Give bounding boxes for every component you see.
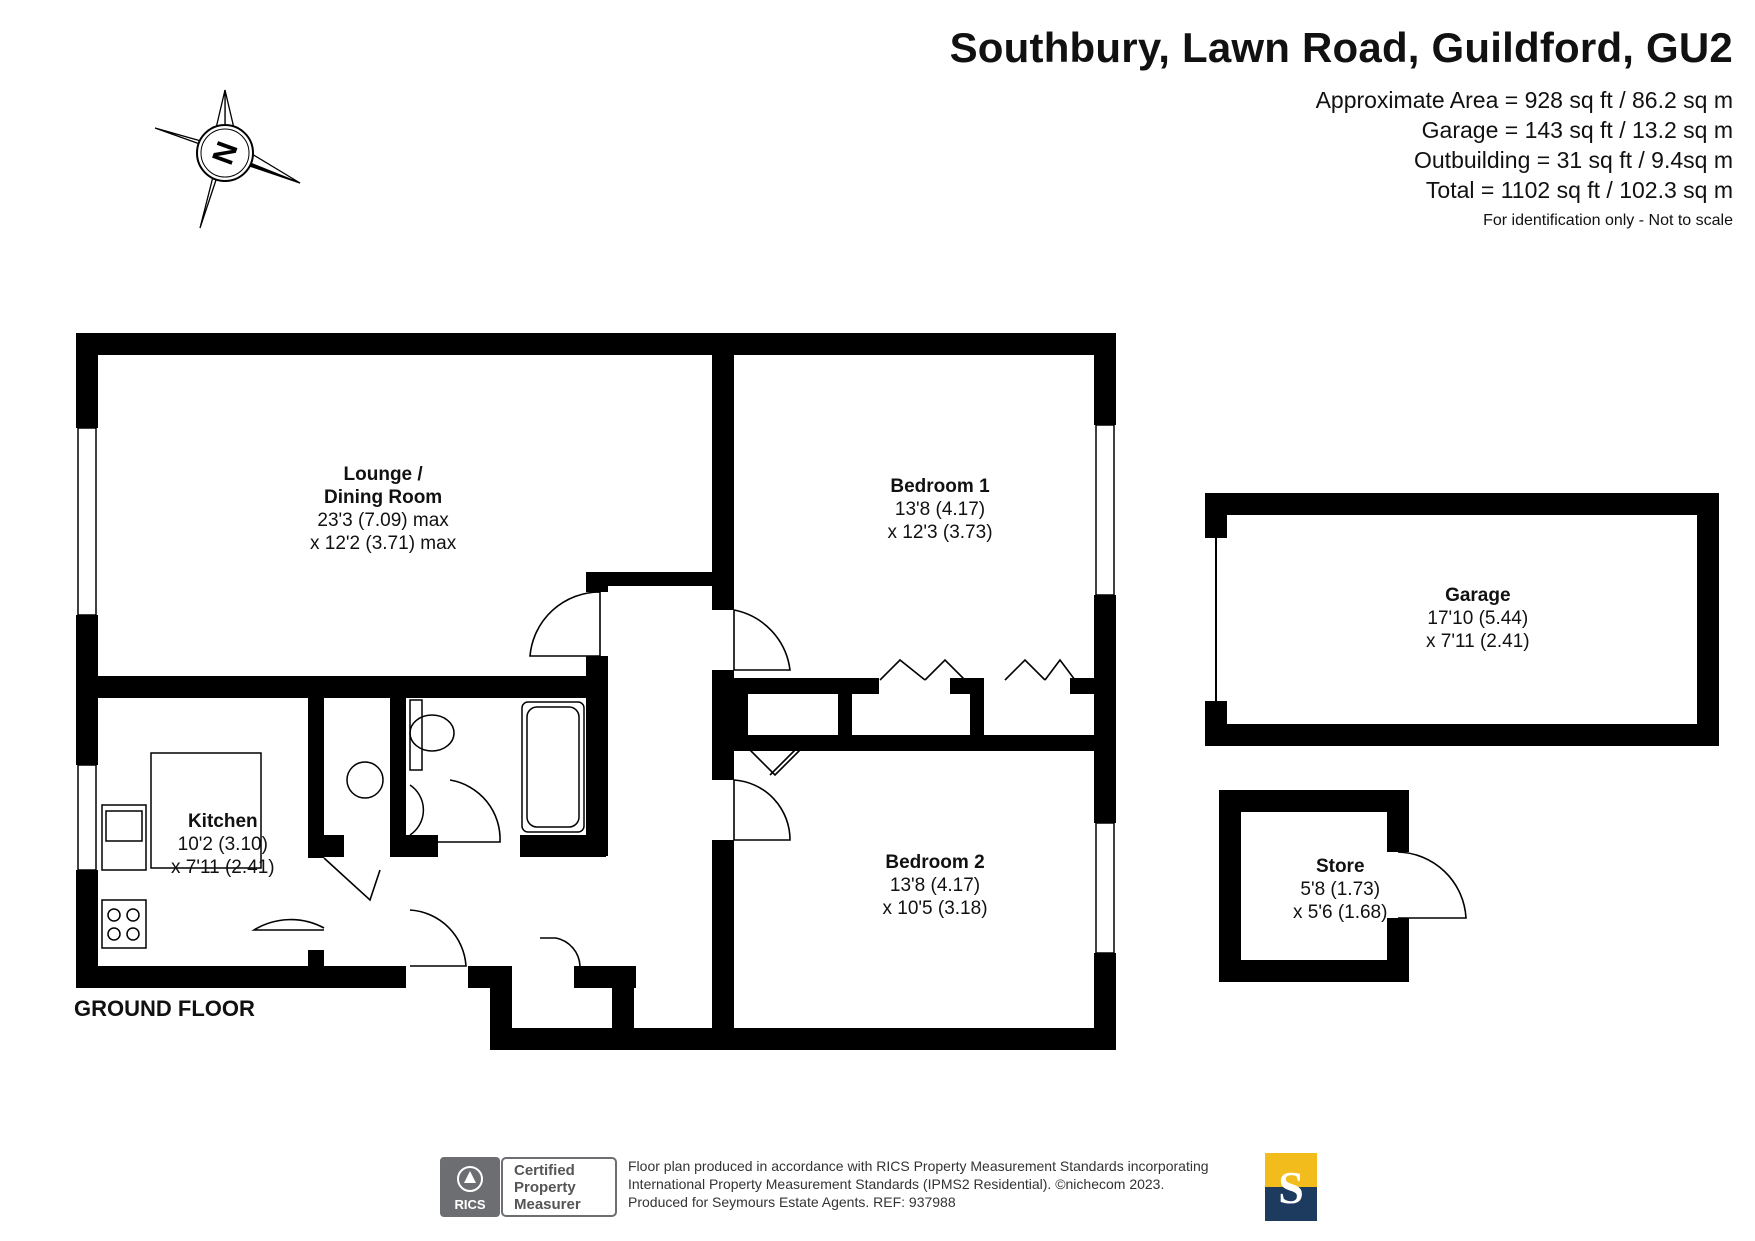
rics-badge-label: RICS [454,1197,485,1212]
seymours-logo: S [1265,1153,1317,1221]
room-dimension: x 7'11 (2.41) [1426,631,1530,652]
page-title: Southbury, Lawn Road, Guildford, GU2 [949,24,1733,71]
rics-line-1: Certified [514,1162,575,1179]
footer-disclaimer: Floor plan produced in accordance with R… [628,1157,1209,1211]
room-bedroom-2: Bedroom 2 13'8 (4.17) x 10'5 (3.18) [883,851,988,920]
room-dimension: 13'8 (4.17) [894,499,986,520]
room-name: Lounge / [343,464,423,485]
room-lounge: Lounge / Dining Room 23'3 (7.09) max x 1… [310,463,456,555]
room-dimension: x 7'11 (2.41) [171,857,275,878]
area-total: Total = 1102 sq ft / 102.3 sq m [1425,177,1733,203]
store-walls [1219,790,1467,982]
room-dimension: 5'8 (1.73) [1300,879,1381,900]
floor-label: GROUND FLOOR [74,996,255,1021]
room-store: Store 5'8 (1.73) x 5'6 (1.68) [1293,855,1387,924]
room-garage: Garage 17'10 (5.44) x 7'11 (2.41) [1426,584,1530,653]
room-name: Bedroom 2 [885,852,985,873]
windows [77,424,1115,954]
compass-icon: N [154,89,301,229]
room-name: Garage [1445,585,1511,606]
room-dimension: x 10'5 (3.18) [882,898,988,919]
scale-note: For identification only - Not to scale [1483,212,1733,229]
room-name: Bedroom 1 [890,476,990,497]
area-approximate: Approximate Area = 928 sq ft / 86.2 sq m [1315,87,1733,113]
area-outbuilding: Outbuilding = 31 sq ft / 9.4sq m [1414,147,1733,173]
room-name-line2: Dining Room [324,487,443,508]
door-swings [251,591,1076,967]
rics-certified-badge: RICS Certified Property Measurer [440,1157,617,1217]
room-dimension: 17'10 (5.44) [1427,608,1529,629]
room-dimension: 13'8 (4.17) [889,875,981,896]
room-dimension: x 5'6 (1.68) [1293,902,1388,923]
footer-line: Floor plan produced in accordance with R… [628,1158,1209,1174]
interior-walls [76,333,1100,1030]
room-dimension: x 12'3 (3.73) [887,522,993,543]
area-garage: Garage = 143 sq ft / 13.2 sq m [1421,117,1733,143]
footer-line: International Property Measurement Stand… [628,1176,1165,1192]
room-dimension: x 12'2 (3.71) max [310,533,457,554]
kitchen-fixtures [101,752,262,949]
room-name: Kitchen [187,811,258,832]
room-bedroom-1: Bedroom 1 13'8 (4.17) x 12'3 (3.73) [888,475,993,544]
rics-line-3: Measurer [514,1196,581,1213]
footer-line: Produced for Seymours Estate Agents. REF… [628,1194,956,1210]
seymours-logo-letter: S [1278,1162,1304,1213]
room-kitchen: Kitchen 10'2 (3.10) x 7'11 (2.41) [171,810,275,879]
bathroom-fixtures [346,699,585,836]
room-name: Store [1315,856,1365,877]
rics-line-2: Property [514,1179,576,1196]
room-dimension: 10'2 (3.10) [177,834,268,855]
garage-walls [1205,493,1719,746]
room-dimension: 23'3 (7.09) max [317,510,449,531]
